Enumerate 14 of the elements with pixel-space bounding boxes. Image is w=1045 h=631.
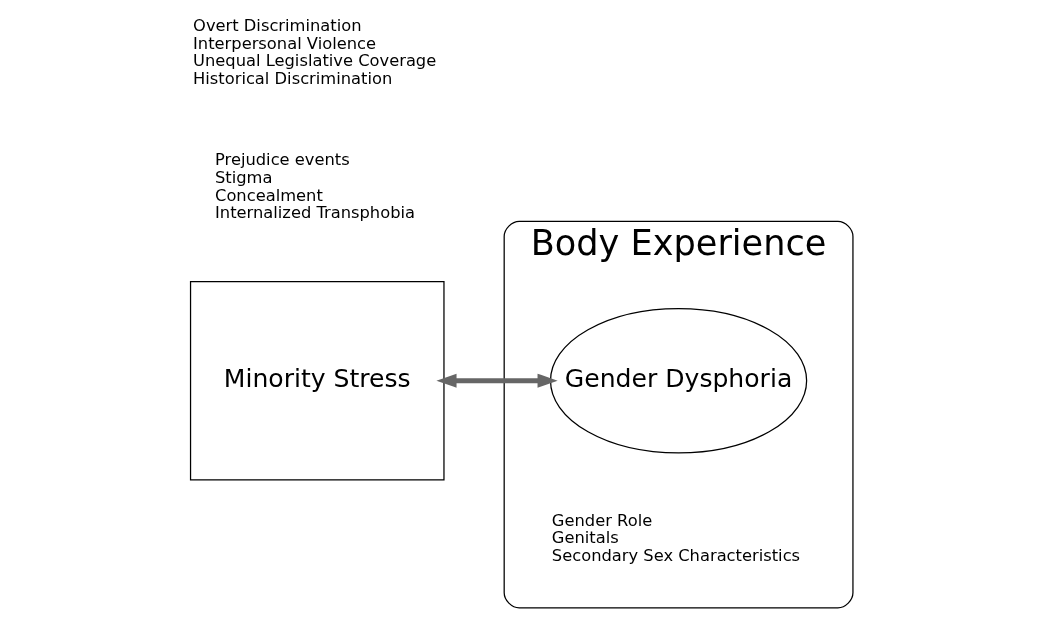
node-label: Gender Role <box>551 510 652 530</box>
label: Interpersonal Violence <box>192 33 376 53</box>
label: Unequal Legislative Coverage <box>192 51 436 71</box>
node-label: Concealment <box>214 185 323 205</box>
node-label: Genitals <box>551 528 619 548</box>
label: Historical Discrimination <box>192 68 392 88</box>
node-label: Stigma <box>214 168 272 188</box>
arrow <box>435 373 558 388</box>
node-box: Minority Stress <box>189 281 445 481</box>
label: Overt Discrimination <box>192 16 362 36</box>
node-ellipse: Gender Dysphoria <box>549 307 807 454</box>
node-label: Secondary Sex Characteristics <box>551 545 800 565</box>
node-label: Prejudice events <box>214 150 350 170</box>
node-label: Internalized Transphobia <box>214 203 415 223</box>
